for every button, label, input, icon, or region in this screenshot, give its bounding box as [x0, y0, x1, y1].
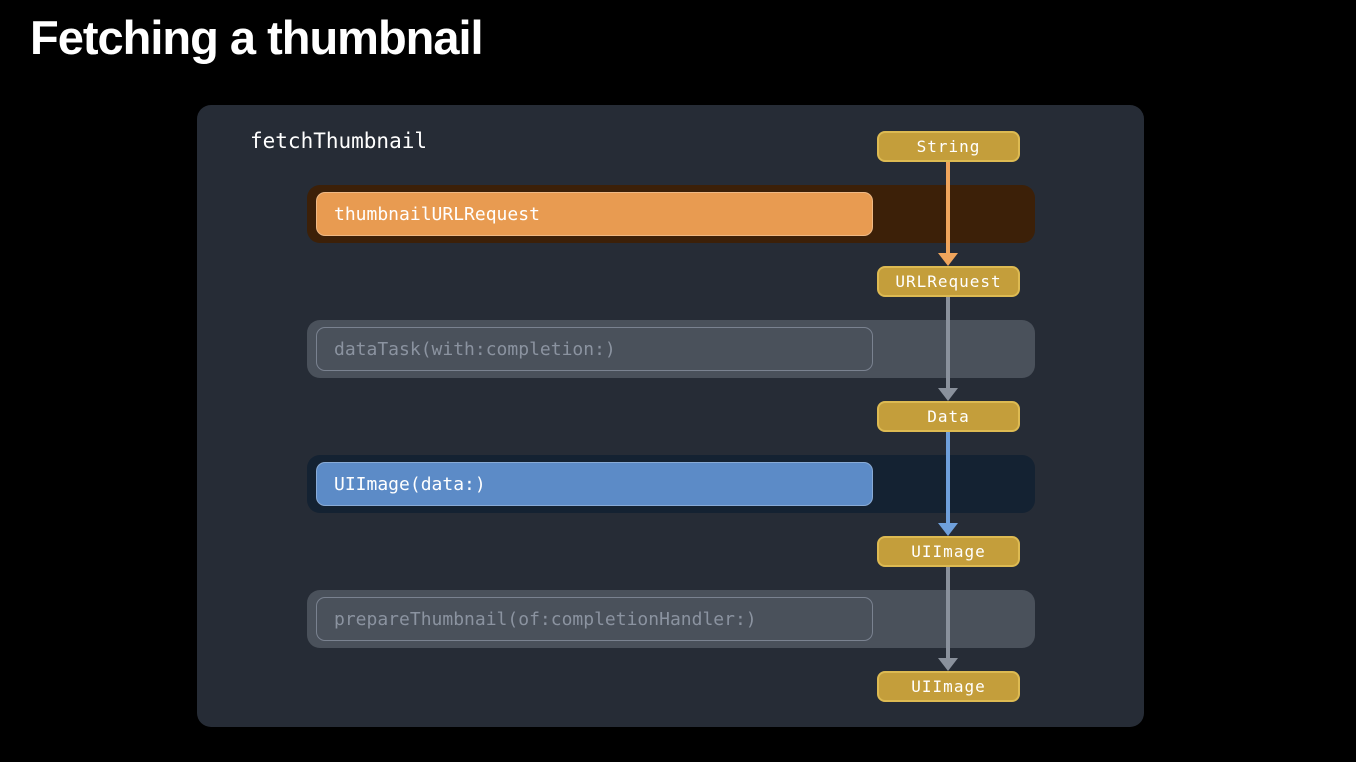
type-badge-data: Data [877, 401, 1020, 432]
arrow-string-to-urlrequest [938, 162, 958, 266]
step-label: dataTask(with:completion:) [334, 338, 616, 360]
type-badge-label: UIImage [911, 677, 986, 696]
type-badge-uiimage-final: UIImage [877, 671, 1020, 702]
type-badge-urlrequest: URLRequest [877, 266, 1020, 297]
step-track-thumbnail-url-request: thumbnailURLRequest [307, 185, 1035, 243]
arrow-uiimage-to-uiimage [938, 567, 958, 671]
arrow-shaft [946, 162, 950, 253]
arrow-urlrequest-to-data [938, 297, 958, 401]
arrow-head-icon [938, 253, 958, 266]
function-label: fetchThumbnail [250, 129, 428, 153]
arrow-head-icon [938, 658, 958, 671]
step-pill-prepare-thumbnail: prepareThumbnail(of:completionHandler:) [316, 597, 873, 641]
step-label: prepareThumbnail(of:completionHandler:) [334, 608, 757, 630]
type-badge-uiimage: UIImage [877, 536, 1020, 567]
type-badge-label: URLRequest [895, 272, 1002, 291]
arrow-shaft [946, 432, 950, 523]
arrow-data-to-uiimage [938, 432, 958, 536]
step-track-data-task: dataTask(with:completion:) [307, 320, 1035, 378]
step-pill-data-task: dataTask(with:completion:) [316, 327, 873, 371]
step-label: UIImage(data:) [334, 473, 486, 495]
arrow-shaft [946, 297, 950, 388]
type-badge-label: String [916, 137, 981, 156]
step-pill-uiimage-data: UIImage(data:) [316, 462, 873, 506]
arrow-head-icon [938, 523, 958, 536]
arrow-shaft [946, 567, 950, 658]
type-badge-label: UIImage [911, 542, 986, 561]
type-badge-label: Data [927, 407, 970, 426]
type-badge-string: String [877, 131, 1020, 162]
slide-title: Fetching a thumbnail [30, 11, 484, 64]
step-track-prepare-thumbnail: prepareThumbnail(of:completionHandler:) [307, 590, 1035, 648]
diagram-panel: fetchThumbnail thumbnailURLRequest dataT… [197, 105, 1144, 727]
arrow-head-icon [938, 388, 958, 401]
step-pill-thumbnail-url-request: thumbnailURLRequest [316, 192, 873, 236]
step-label: thumbnailURLRequest [334, 203, 540, 225]
step-track-uiimage-data: UIImage(data:) [307, 455, 1035, 513]
